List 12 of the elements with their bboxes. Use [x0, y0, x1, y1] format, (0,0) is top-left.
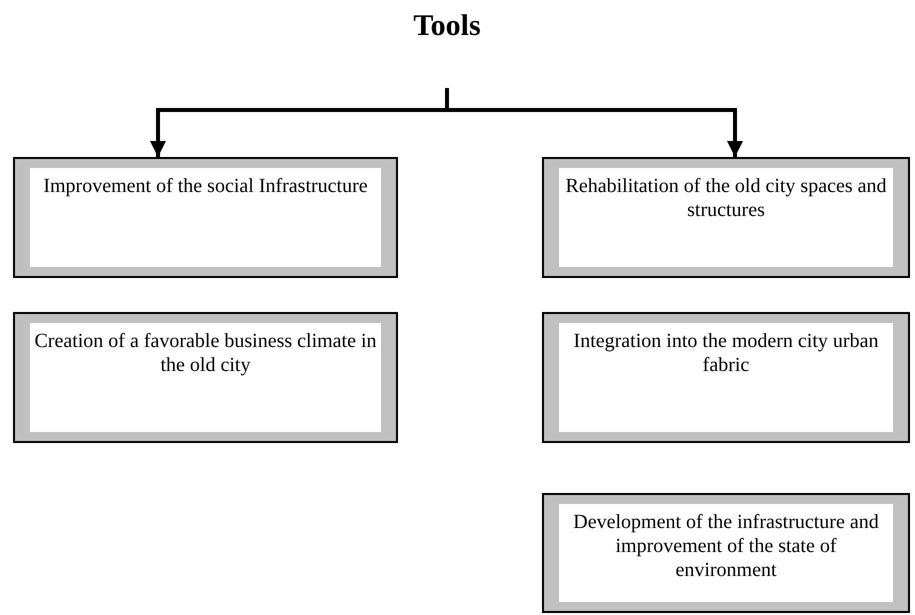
box-text: Development of the infrastructure and improvement of the state of environment: [572, 510, 880, 582]
box-text: Rehabilitation of the old city spaces and structures: [564, 174, 888, 222]
box-text: Integration into the modern city urban fabric: [572, 329, 880, 377]
process-box: [13, 157, 398, 278]
process-box: [13, 312, 398, 443]
box-text: Creation of a favorable business climate in the old city: [34, 329, 377, 377]
box-text: Improvement of the social Infrastructure: [42, 174, 369, 198]
process-box: [542, 312, 910, 443]
title: Tools: [387, 4, 507, 48]
process-box: [542, 493, 910, 613]
process-box: [542, 157, 910, 278]
arrow: [445, 88, 743, 157]
